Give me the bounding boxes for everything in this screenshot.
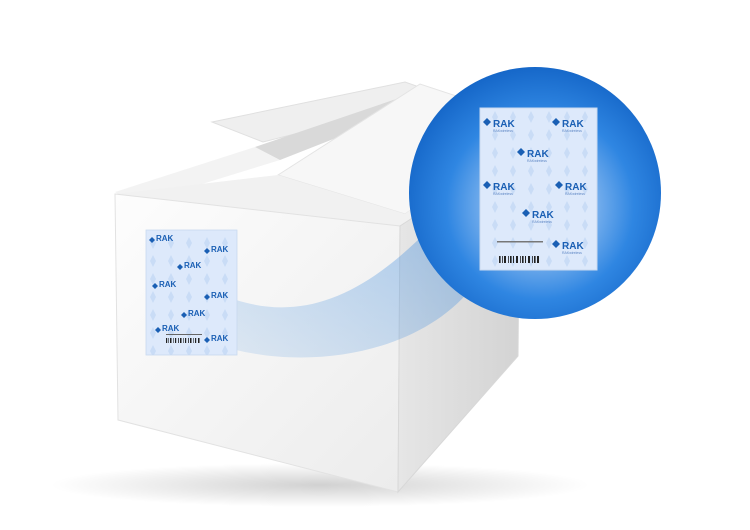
brand-tagline: RAKwireless (565, 192, 585, 196)
brand-tagline: RAKwireless (562, 129, 582, 133)
rak-logo-icon (149, 237, 210, 343)
magnified-label: RAK RAKwireless RAK RAKwireless RAK RAKw… (479, 107, 598, 271)
brand-tagline: RAKwireless (532, 220, 552, 224)
brand-text: RAK (159, 280, 177, 289)
brand-text: RAK (493, 182, 515, 193)
brand-text: RAK (527, 149, 549, 160)
brand-text: RAK (562, 241, 584, 252)
brand-text: RAK (562, 119, 584, 130)
box-shadow (50, 463, 590, 507)
rak-logo-icon (483, 118, 563, 248)
brand-tagline: RAKwireless (493, 192, 513, 196)
brand-text: RAK (156, 234, 174, 243)
brand-text: RAK (162, 324, 180, 333)
brand-text: RAK (184, 261, 202, 270)
brand-text: RAK (532, 210, 554, 221)
brand-text: RAK (565, 182, 587, 193)
brand-tagline: RAKwireless (562, 251, 582, 255)
barcode (166, 334, 202, 343)
brand-text: RAK (493, 119, 515, 130)
barcode (497, 241, 543, 263)
brand-text: RAK (211, 291, 229, 300)
magnifier-callout: RAK RAKwireless RAK RAKwireless RAK RAKw… (409, 67, 661, 319)
magnifier-beam (236, 228, 470, 358)
brand-tagline: RAKwireless (493, 129, 513, 133)
box-label: RAK RAK RAK RAK RAK RAK RAK RAK (145, 229, 238, 356)
brand-text: RAK (188, 309, 206, 318)
brand-text: RAK (211, 245, 229, 254)
brand-text: RAK (211, 334, 229, 343)
brand-tagline: RAKwireless (527, 159, 547, 163)
